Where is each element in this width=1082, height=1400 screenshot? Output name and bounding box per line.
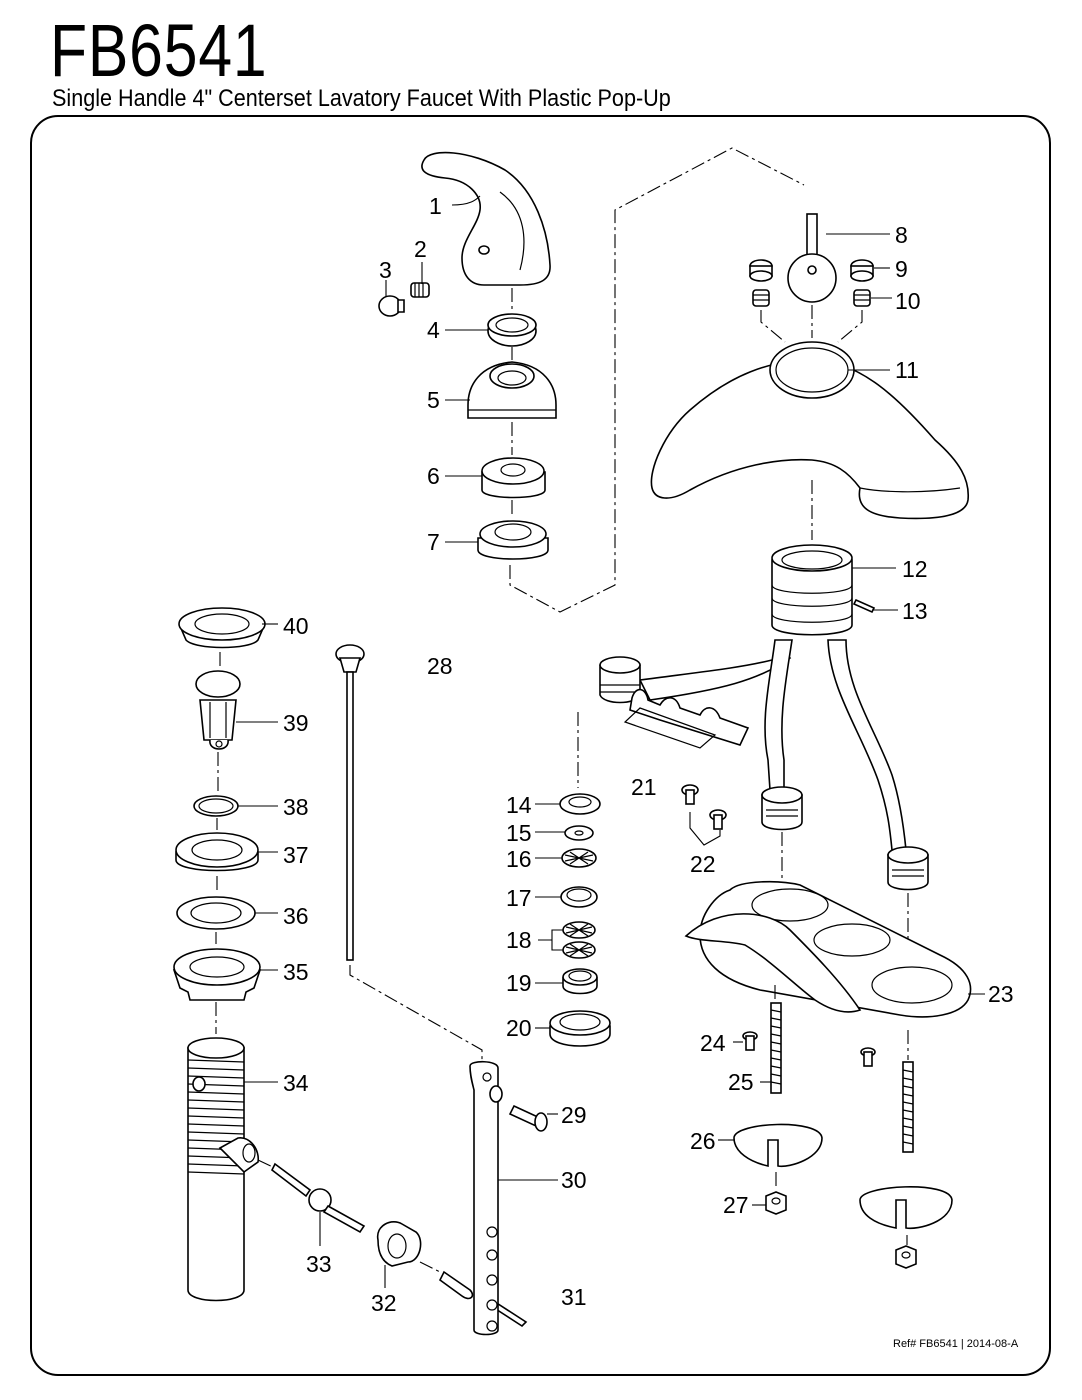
part-9-seat-left bbox=[749, 259, 773, 282]
callout-31: 31 bbox=[561, 1284, 587, 1310]
part-10-spring-left bbox=[752, 289, 770, 307]
part-26-slotted-washer-left bbox=[733, 1123, 823, 1168]
part-36-washer bbox=[176, 896, 256, 930]
part-32-pivot-nut bbox=[376, 1221, 422, 1267]
callout-18: 18 bbox=[506, 927, 532, 953]
callout-4: 4 bbox=[427, 317, 440, 343]
callout-19: 19 bbox=[506, 970, 532, 996]
callout-38: 38 bbox=[283, 794, 309, 820]
callout-6: 6 bbox=[427, 463, 440, 489]
part-5-dome-cap bbox=[467, 361, 557, 419]
part-22-screws bbox=[681, 784, 727, 830]
callout-40: 40 bbox=[283, 613, 309, 639]
callout-5: 5 bbox=[427, 387, 440, 413]
callout-14: 14 bbox=[506, 792, 532, 818]
callout-25: 25 bbox=[728, 1069, 754, 1095]
callout-17: 17 bbox=[506, 885, 532, 911]
part-27-nut-left bbox=[765, 1191, 787, 1215]
part-6-cartridge bbox=[481, 457, 546, 499]
callout-1: 1 bbox=[429, 193, 442, 219]
part-38-o-ring bbox=[193, 795, 239, 817]
part-2-set-screw bbox=[410, 282, 430, 298]
part-16-screen bbox=[561, 848, 597, 868]
part-1-handle-lever bbox=[421, 151, 551, 286]
callout-16: 16 bbox=[506, 846, 532, 872]
part-7-base-washer bbox=[477, 520, 549, 560]
part-39-stopper bbox=[195, 670, 241, 750]
callout-9: 9 bbox=[895, 256, 908, 282]
part-4-ring bbox=[487, 313, 537, 347]
callout-24: 24 bbox=[700, 1030, 726, 1056]
part-23-base-plate bbox=[684, 880, 972, 1018]
callout-27: 27 bbox=[723, 1192, 749, 1218]
model-number: FB6541 bbox=[50, 9, 268, 92]
callout-39: 39 bbox=[283, 710, 309, 736]
part-24-screw bbox=[742, 1031, 876, 1067]
callout-20: 20 bbox=[506, 1015, 532, 1041]
callout-13: 13 bbox=[902, 598, 928, 624]
callout-21: 21 bbox=[631, 774, 657, 800]
callout-32: 32 bbox=[371, 1290, 397, 1316]
part-29-clevis-screw bbox=[489, 1085, 548, 1132]
product-subtitle: Single Handle 4" Centerset Lavatory Fauc… bbox=[52, 85, 671, 112]
callout-30: 30 bbox=[561, 1167, 587, 1193]
callout-26: 26 bbox=[690, 1128, 716, 1154]
callout-23: 23 bbox=[988, 981, 1014, 1007]
callout-12: 12 bbox=[902, 556, 928, 582]
callout-labels: 1 2 3 4 5 6 7 8 9 10 11 12 13 14 15 16 1… bbox=[283, 193, 1014, 1316]
part-19-housing bbox=[562, 968, 598, 995]
part-35-locknut bbox=[172, 948, 262, 1001]
part-20-aerator-cap bbox=[549, 1010, 611, 1047]
callout-35: 35 bbox=[283, 959, 309, 985]
part-34-tailpiece bbox=[187, 1037, 260, 1302]
inlet-nut-right bbox=[887, 846, 929, 891]
callout-37: 37 bbox=[283, 842, 309, 868]
part-30-clevis-strap bbox=[469, 1060, 499, 1336]
part-33-pivot-rod bbox=[270, 1162, 366, 1234]
part-26-slotted-washer-right bbox=[859, 1186, 953, 1230]
callout-3: 3 bbox=[379, 257, 392, 283]
leader-lines bbox=[236, 195, 985, 1288]
part-18-mesh-screens bbox=[562, 921, 596, 959]
part-3-cap bbox=[378, 295, 405, 317]
callout-22: 22 bbox=[690, 851, 716, 877]
diagram-frame bbox=[30, 115, 1051, 1376]
callout-33: 33 bbox=[306, 1251, 332, 1277]
part-25-threaded-rod-left bbox=[770, 1002, 782, 1094]
part-8-valve-stem bbox=[787, 213, 837, 303]
callout-2: 2 bbox=[414, 236, 427, 262]
part-10-spring-right bbox=[853, 289, 871, 307]
callout-29: 29 bbox=[561, 1102, 587, 1128]
callout-36: 36 bbox=[283, 903, 309, 929]
part-28-lift-rod bbox=[335, 644, 365, 961]
callout-10: 10 bbox=[895, 288, 921, 314]
callout-7: 7 bbox=[427, 529, 440, 555]
part-25-threaded-rod-right bbox=[902, 1061, 914, 1153]
reference-code: Ref# FB6541 | 2014-08-A bbox=[893, 1338, 1019, 1350]
part-37-gasket bbox=[175, 832, 259, 872]
callout-28: 28 bbox=[427, 653, 453, 679]
inlet-nut-left bbox=[761, 786, 803, 831]
callout-34: 34 bbox=[283, 1070, 309, 1096]
part-17-insert bbox=[560, 886, 598, 908]
callout-15: 15 bbox=[506, 820, 532, 846]
part-13-pin bbox=[852, 598, 876, 614]
callout-11: 11 bbox=[895, 357, 919, 383]
part-11-spout-body bbox=[650, 341, 970, 520]
part-14-gasket bbox=[559, 793, 601, 815]
part-12-shank-body bbox=[771, 544, 853, 636]
part-9-seat-right bbox=[850, 259, 874, 282]
part-27-nut-right bbox=[895, 1245, 917, 1269]
callout-8: 8 bbox=[895, 222, 908, 248]
part-21-bracket bbox=[623, 688, 750, 749]
part-15-washer bbox=[564, 825, 594, 841]
part-40-flange bbox=[178, 607, 266, 649]
